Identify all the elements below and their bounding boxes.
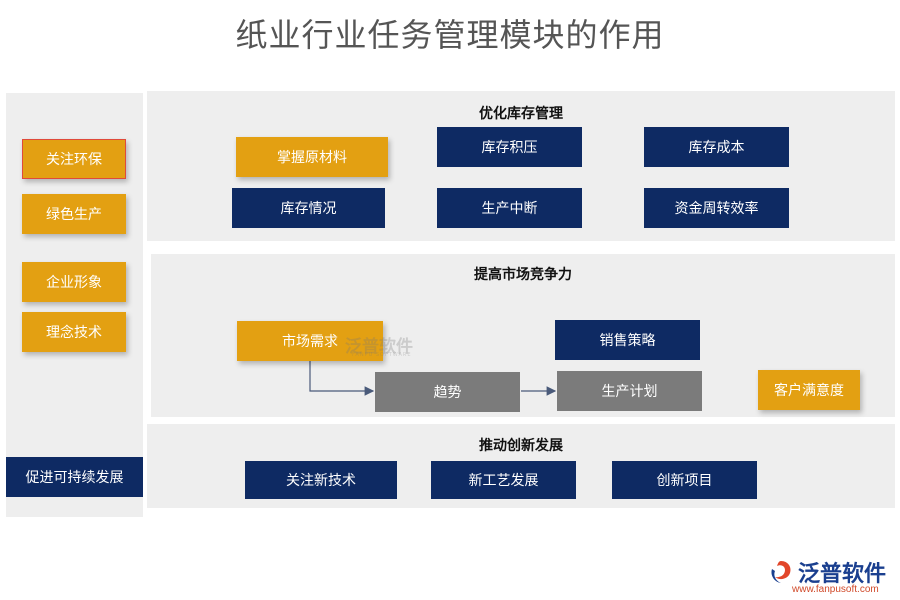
- brand-swirl-icon: [771, 561, 791, 583]
- left-item-corporate-image: 企业形象: [22, 262, 126, 302]
- left-item-green-production: 绿色生产: [22, 194, 126, 234]
- brand-logo: 泛普软件: [768, 556, 886, 588]
- inventory-box-overstock: 库存积压: [437, 127, 582, 167]
- inventory-box-raw-materials: 掌握原材料: [236, 137, 388, 177]
- market-box-demand: 市场需求: [237, 321, 383, 361]
- left-item-environment: 关注环保: [22, 139, 126, 179]
- inventory-box-cost: 库存成本: [644, 127, 789, 167]
- left-item-concept-technology: 理念技术: [22, 312, 126, 352]
- market-box-production-plan: 生产计划: [557, 371, 702, 411]
- page-title: 纸业行业任务管理模块的作用: [235, 16, 665, 54]
- inventory-box-interruption: 生产中断: [437, 188, 582, 228]
- connector-demand-to-trend: [309, 361, 375, 396]
- watermark-subtext: FANPU SOFTWARE: [352, 352, 412, 358]
- inventory-box-turnover: 资金周转效率: [644, 188, 789, 228]
- inventory-box-status: 库存情况: [232, 188, 385, 228]
- inventory-title: 优化库存管理: [479, 106, 563, 122]
- innovation-title: 推动创新发展: [479, 438, 563, 454]
- innovation-box-new-tech: 关注新技术: [245, 461, 397, 499]
- brand-url: www.fanpusoft.com: [792, 584, 879, 595]
- market-box-customer-satisfaction: 客户满意度: [758, 370, 860, 410]
- left-item-sustainable-development: 促进可持续发展: [6, 457, 143, 497]
- market-title: 提高市场竞争力: [474, 267, 572, 283]
- market-box-trend: 趋势: [375, 372, 520, 412]
- market-box-sales-strategy: 销售策略: [555, 320, 700, 360]
- innovation-box-new-process: 新工艺发展: [431, 461, 576, 499]
- innovation-box-projects: 创新项目: [612, 461, 757, 499]
- brand-name: 泛普软件: [798, 562, 887, 587]
